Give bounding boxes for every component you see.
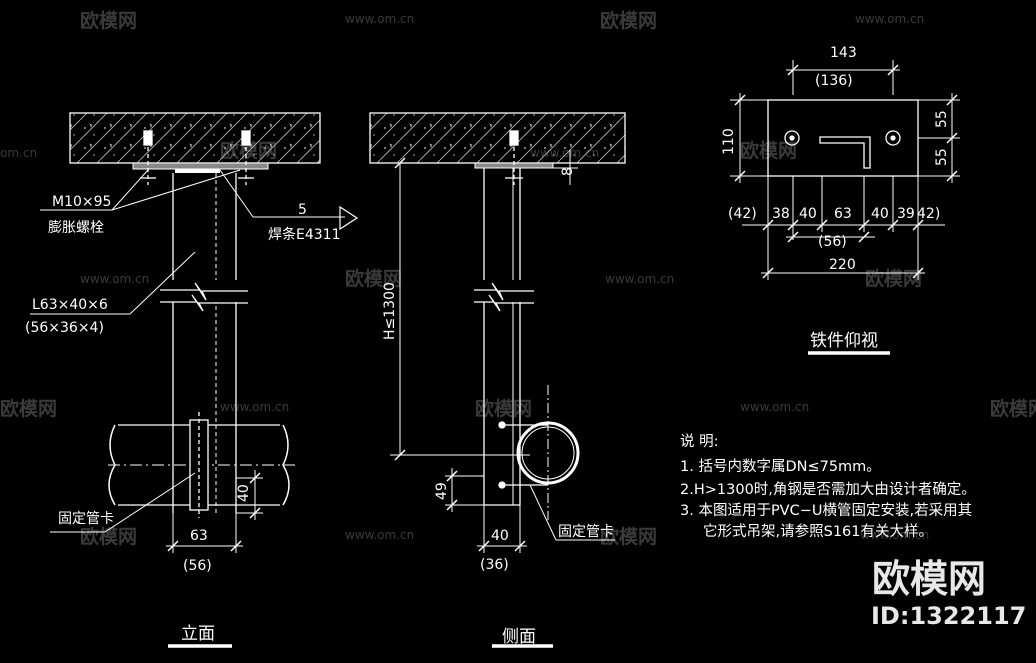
plan-dim-bottom-0: (42) bbox=[728, 206, 757, 222]
watermark-site: om.cn bbox=[0, 146, 37, 160]
brand-id: ID:1322117 bbox=[871, 602, 1026, 630]
view-title-plan: 铁件仰视 bbox=[810, 331, 878, 351]
view-title-elevation: 立面 bbox=[181, 624, 215, 644]
weld-size-label: 5 bbox=[298, 202, 307, 218]
watermark-brand: 欧模网 bbox=[345, 267, 402, 290]
side-labels: H≤1300 8 49 40 (36) 固定管卡 侧面 bbox=[382, 167, 614, 647]
note-line-1: 1. 括号内数字属DN≤75mm。 bbox=[680, 458, 881, 475]
steel-plate bbox=[132, 162, 269, 170]
plan-dim-height: 110 bbox=[721, 128, 737, 155]
side-view bbox=[369, 112, 626, 648]
dim-63: 63 bbox=[190, 528, 208, 544]
clamp-label: 固定管卡 bbox=[558, 524, 614, 540]
dim-40: 40 bbox=[491, 528, 509, 544]
watermark-brand: 欧模网 bbox=[865, 267, 922, 290]
note-line-2: 2.H>1300时,角钢是否需加大由设计者确定。 bbox=[680, 481, 976, 498]
plan-dim-bottom-5: 39 bbox=[897, 206, 915, 222]
brand-logo: 欧模网 ID:1322117 bbox=[871, 557, 1026, 630]
watermark-site: www.om.cn bbox=[860, 528, 929, 542]
plan-dim-top: 143 bbox=[830, 45, 857, 61]
concrete-slab bbox=[369, 112, 626, 164]
watermark-brand: 欧模网 bbox=[80, 525, 137, 548]
watermark-site: www.om.cn bbox=[740, 400, 809, 414]
watermark-brand: 欧模网 bbox=[0, 397, 57, 420]
plan-dim-top-small: (136) bbox=[815, 73, 853, 89]
watermark-brand: 欧模网 bbox=[600, 9, 657, 32]
bolt-size-label: M10×95 bbox=[52, 194, 111, 210]
plan-dim-bottom-1: 38 bbox=[772, 206, 790, 222]
concrete-slab bbox=[69, 112, 321, 164]
brand-name: 欧模网 bbox=[872, 557, 986, 601]
elevation-view bbox=[30, 112, 359, 648]
note-line-4: 它形式吊架,请参照S161有关大样。 bbox=[703, 522, 933, 540]
elevation-labels: M10×95 膨胀螺栓 5 焊条E4311 L63×40×6 (56×36×4)… bbox=[25, 194, 340, 644]
plan-dim-right-bottom: 55 bbox=[934, 148, 950, 166]
watermark-brand: 欧模网 bbox=[475, 397, 532, 420]
watermark-brand: 欧模网 bbox=[600, 525, 657, 548]
bolt-name-label: 膨胀螺栓 bbox=[48, 219, 104, 236]
dim-40: 40 bbox=[236, 484, 252, 502]
view-title-side: 侧面 bbox=[502, 627, 536, 647]
watermark-site: www.om.cn bbox=[855, 12, 924, 26]
dim-56: (56) bbox=[183, 558, 212, 574]
watermark-brand: 欧模网 bbox=[80, 9, 137, 32]
plan-labels: 143 (136) 110 55 55 (42) 38 40 63 40 39 … bbox=[721, 45, 950, 351]
notes-block: 说 明: 1. 括号内数字属DN≤75mm。 2.H>1300时,角钢是否需加大… bbox=[680, 433, 976, 540]
watermark-site: www.om.cn bbox=[345, 12, 414, 26]
plan-dim-bottom-3: 63 bbox=[834, 206, 852, 222]
plan-dim-total: 220 bbox=[829, 257, 856, 273]
dim-36: (36) bbox=[480, 557, 509, 573]
watermark-site: www.om.cn bbox=[345, 528, 414, 542]
watermark-site: www.om.cn bbox=[80, 272, 149, 286]
watermark-site: www.om.cn bbox=[220, 400, 289, 414]
watermark-brand: 欧模网 bbox=[990, 397, 1036, 420]
note-line-3: 3. 本图适用于PVC−U横管固定安装,若采用其 bbox=[680, 502, 972, 519]
plan-dim-56: (56) bbox=[818, 234, 847, 250]
angle-label-small: (56×36×4) bbox=[25, 320, 104, 336]
dim-8: 8 bbox=[560, 167, 576, 176]
angle-label: L63×40×6 bbox=[32, 297, 108, 313]
plan-dim-right-top: 55 bbox=[934, 110, 950, 128]
height-label: H≤1300 bbox=[382, 282, 398, 340]
clamp-label: 固定管卡 bbox=[58, 511, 114, 527]
notes-heading: 说 明: bbox=[680, 433, 719, 450]
watermark-site: www.om.cn bbox=[605, 272, 674, 286]
plan-dim-bottom-4: 40 bbox=[871, 206, 889, 222]
plan-dim-bottom-6: 42) bbox=[917, 206, 940, 222]
plan-dim-bottom-2: 40 bbox=[799, 206, 817, 222]
plan-view bbox=[730, 60, 960, 355]
dim-49: 49 bbox=[434, 482, 450, 500]
weld-label: 焊条E4311 bbox=[268, 226, 340, 243]
